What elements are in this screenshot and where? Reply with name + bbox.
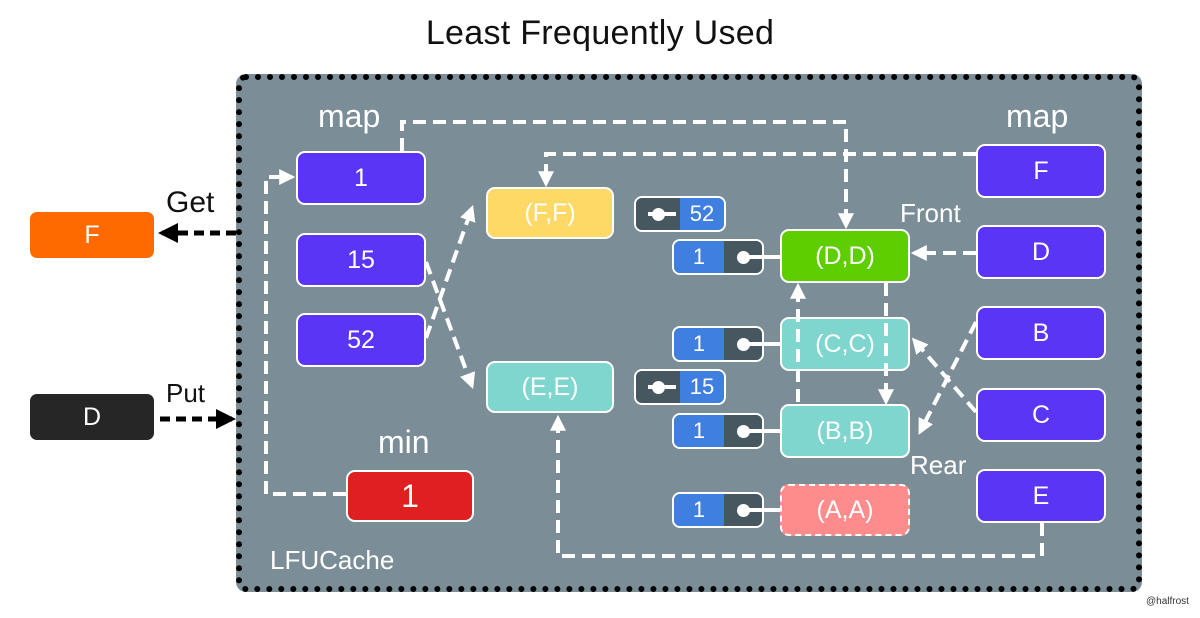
arrow-e-to-ee — [550, 414, 1044, 558]
count-aa: 1 — [674, 494, 724, 526]
min-value: 1 — [401, 477, 419, 514]
right-map-key-b-text: B — [1032, 318, 1050, 347]
arrow-52-to-ff — [424, 204, 476, 339]
right-map-key-e: E — [976, 469, 1106, 523]
node-ee-text: (E,E) — [521, 372, 579, 401]
node-ff-text: (F,F) — [524, 198, 576, 227]
count-bb: 1 — [674, 415, 724, 447]
left-map-key-52: 52 — [296, 313, 426, 367]
get-label: Get — [166, 186, 215, 219]
freq-15: 15 — [680, 371, 724, 403]
arrow-min-to-key1 — [264, 169, 346, 496]
front-label: Front — [900, 198, 961, 228]
right-map-key-f: F — [976, 144, 1106, 198]
right-map-key-b: B — [976, 306, 1106, 360]
left-map-label: map — [318, 98, 381, 134]
left-map-key-52-text: 52 — [347, 325, 375, 354]
arrow-15-to-ee — [424, 261, 476, 390]
node-ff: (F,F) — [486, 187, 614, 239]
node-aa-text: (A,A) — [816, 495, 874, 524]
node-bb-text: (B,B) — [816, 416, 874, 445]
right-map-label: map — [1006, 98, 1069, 134]
cache-label: LFUCache — [270, 545, 395, 575]
count-pill-bb: 1 — [672, 413, 764, 449]
left-map-key-15-text: 15 — [347, 245, 375, 274]
node-aa: (A,A) — [780, 484, 910, 536]
count-pill-cc: 1 — [672, 326, 764, 362]
left-map-key-1: 1 — [296, 151, 426, 205]
arrow-c-to-cc — [911, 337, 978, 414]
left-map-key-15: 15 — [296, 233, 426, 287]
pointer-cell — [724, 328, 762, 360]
put-key: D — [82, 402, 102, 431]
count-cc: 1 — [674, 328, 724, 360]
put-label: Put — [166, 378, 206, 408]
put-input-node: D — [28, 392, 156, 442]
get-key: F — [84, 220, 100, 249]
right-map-key-c-text: C — [1031, 400, 1051, 429]
min-label: min — [378, 424, 430, 460]
arrow-f-to-ff — [538, 152, 976, 188]
node-bb: (B,B) — [780, 404, 910, 458]
right-map-key-c: C — [976, 388, 1106, 442]
right-map-key-e-text: E — [1032, 481, 1050, 510]
count-dd: 1 — [674, 241, 724, 273]
rear-label: Rear — [910, 450, 967, 480]
node-cc-text: (C,C) — [815, 329, 875, 358]
arrow-key1-to-dd — [400, 120, 854, 230]
min-value-box: 1 — [346, 470, 474, 522]
node-cc: (C,C) — [780, 317, 910, 371]
get-result-node: F — [28, 210, 156, 260]
right-map-key-d: D — [976, 225, 1106, 279]
watermark: @halfrost — [1146, 596, 1189, 607]
left-map-key-1-text: 1 — [354, 163, 368, 192]
diagram-title: Least Frequently Used — [425, 14, 775, 52]
right-map-key-d-text: D — [1031, 237, 1051, 266]
node-ee: (E,E) — [486, 361, 614, 413]
node-dd-text: (D,D) — [815, 241, 875, 270]
freq-52: 52 — [680, 198, 724, 230]
right-map-key-f-text: F — [1033, 156, 1049, 185]
node-dd: (D,D) — [780, 229, 910, 283]
